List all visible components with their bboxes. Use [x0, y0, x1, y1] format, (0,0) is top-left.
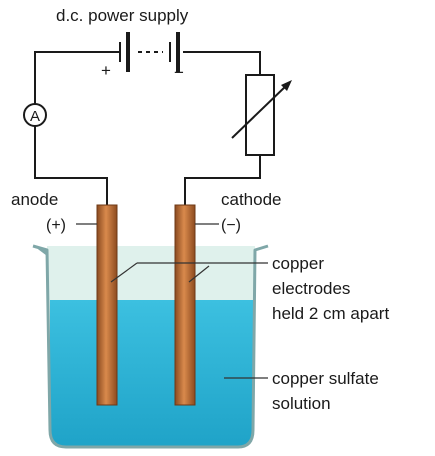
power-supply-label: d.c. power supply — [56, 6, 189, 25]
solution-label-line1: copper sulfate — [272, 369, 379, 388]
anode-label: anode — [11, 190, 58, 209]
cathode-electrode — [174, 204, 196, 406]
positive-terminal-label: + — [101, 61, 111, 80]
beaker — [32, 244, 269, 449]
electrodes-label-line1: copper — [272, 254, 324, 273]
ammeter-label: A — [30, 108, 40, 125]
ammeter-icon — [23, 103, 47, 127]
solution-label-line2: solution — [272, 394, 331, 413]
cathode-label: cathode — [221, 190, 282, 209]
anode-sign-label: (+) — [46, 217, 66, 234]
electrodes-label-line2: electrodes — [272, 279, 350, 298]
battery-icon — [119, 32, 180, 72]
leader-lines — [76, 223, 268, 379]
electrodes-label-line3: held 2 cm apart — [272, 304, 389, 323]
cathode-sign-label: (−) — [221, 217, 241, 234]
negative-terminal-label: − — [174, 63, 184, 82]
variable-resistor-icon — [231, 74, 292, 156]
anode-electrode — [96, 204, 118, 406]
circuit-wires — [34, 51, 261, 205]
copper-sulfate-solution — [50, 300, 253, 447]
